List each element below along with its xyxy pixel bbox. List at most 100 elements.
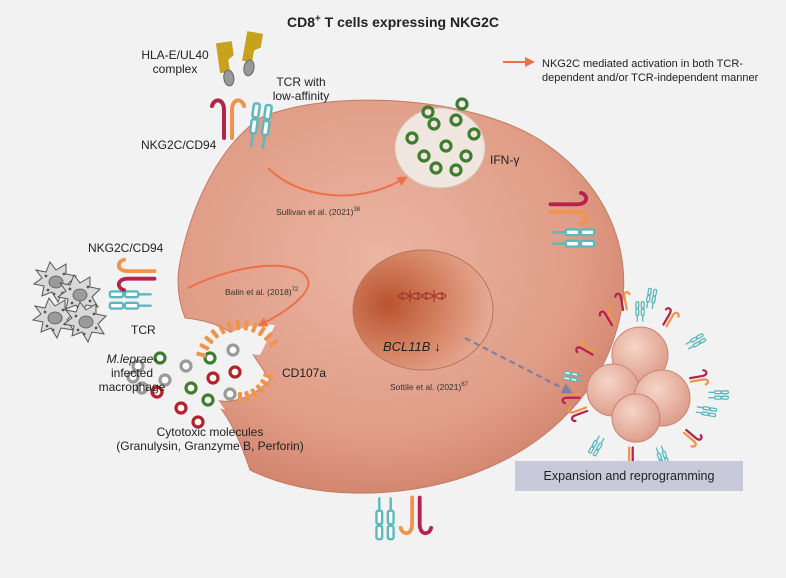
dna-icon (397, 290, 447, 302)
ifn-gamma-granule (417, 149, 431, 163)
ifn-gamma-granule (405, 131, 419, 145)
hla-e-ul40-complex (215, 41, 235, 87)
cd107a-pocket (201, 324, 275, 410)
balin-arrow (187, 264, 310, 327)
cytotoxic-granule (228, 365, 242, 379)
cd107a-marker (196, 351, 207, 358)
cd107a-marker (204, 335, 214, 345)
nkg2c-cd94-receptor-right (548, 190, 589, 226)
cd107a-marker (263, 372, 274, 380)
nkg2c-cd94-receptor-bottom (398, 495, 434, 536)
nkg2c-cd94-receptor-left (116, 257, 157, 293)
ifn-gamma-label: IFN-γ (490, 153, 520, 167)
figure-title: CD8+ T cells expressing NKG2C (287, 13, 499, 30)
cluster-tcr-receptor (695, 405, 718, 418)
infected-macrophage (31, 296, 77, 340)
tcr-low-affinity-label: TCR with low-affinity (272, 75, 330, 103)
cd107a-marker (250, 322, 258, 333)
cytotoxic-granule (153, 351, 167, 365)
cluster-nkg2c-receptor (567, 406, 589, 423)
cd107a-marker (210, 329, 220, 339)
cluster-nkg2c-receptor (688, 369, 709, 386)
sullivan-arrow (267, 167, 408, 197)
legend-line-2: dependent and/or TCR-independent manner (542, 72, 759, 84)
cytotoxic-granule (191, 415, 205, 429)
cd107a-marker (238, 392, 242, 402)
cytotoxic-granule (223, 387, 237, 401)
cd107a-marker (235, 320, 241, 331)
macrophage-label: M.leprae- infected macrophage (98, 352, 166, 394)
cd107a-marker (263, 332, 273, 342)
tcr-receptor-right (552, 228, 596, 248)
cd107a-marker (250, 388, 258, 399)
tcr-left-label: TCR (131, 323, 156, 337)
cytotoxic-label: Cytotoxic molecules (Granulysin, Granzym… (116, 425, 304, 453)
ifn-gamma-granule (449, 113, 463, 127)
nkg2c-top-label: NKG2C/CD94 (141, 138, 217, 152)
cytotoxic-granule (126, 370, 140, 384)
cluster-nkg2c-receptor (614, 291, 631, 312)
ifn-gamma-granule (467, 127, 481, 141)
bcl11b-label: BCL11B ↓ (383, 339, 441, 354)
cytotoxic-granule (184, 381, 198, 395)
legend-line-1: NKG2C mediated activation in both TCR- (542, 58, 743, 70)
hla-label: HLA-E/UL40 complex (141, 48, 209, 76)
cluster-tcr-receptor (645, 287, 658, 310)
cd107a-marker (226, 321, 233, 332)
macrophages-group (31, 260, 108, 344)
infected-macrophage (62, 300, 108, 344)
cytotoxic-granule (135, 381, 149, 395)
ifn-gamma-granule (455, 97, 469, 111)
cluster-tcr-receptor (562, 370, 585, 383)
cd107a-marker (243, 320, 249, 331)
expanded-t-cell (611, 393, 661, 443)
cluster-tcr-receptor (588, 435, 605, 457)
ifn-gamma-granule (429, 161, 443, 175)
cluster-nkg2c-receptor (575, 338, 596, 356)
tcr-low-affinity-receptor (248, 102, 273, 149)
cytotoxic-granule (150, 385, 164, 399)
legend-text: NKG2C mediated activation in both TCR- d… (542, 57, 758, 85)
ifn-gamma-granule (421, 105, 435, 119)
cluster-tcr-receptor (685, 333, 707, 350)
nucleus (352, 249, 494, 371)
ifn-gamma-granule (459, 149, 473, 163)
citation-sullivan: Sullivan et al. (2021)38 (276, 207, 361, 217)
cluster-tcr-receptor (635, 301, 645, 322)
cd107a-marker (257, 326, 266, 337)
cluster-tcr-receptor (708, 390, 729, 400)
cd107a-label: CD107a (282, 366, 327, 380)
cd107a-marker (259, 378, 270, 387)
nkg2c-left-label: NKG2C/CD94 (88, 241, 164, 255)
cytotoxic-granule (179, 359, 193, 373)
expansion-box: Expansion and reprogramming (515, 461, 743, 491)
ifn-gamma-granule (449, 163, 463, 177)
citation-balin: Balin et al. (2018)72 (225, 287, 299, 297)
infected-macrophage (56, 273, 102, 317)
granules-group (126, 97, 481, 429)
cytotoxic-granule (131, 359, 145, 373)
cd107a-marker (199, 343, 210, 351)
ifn-gamma-granule (439, 139, 453, 153)
cytotoxic-granule (158, 373, 172, 387)
cd107a-marker (218, 324, 226, 335)
cluster-nkg2c-receptor (598, 306, 617, 327)
cd107a-marker (244, 390, 251, 402)
cytotoxic-granule (201, 393, 215, 407)
tcr-receptor-left (108, 290, 152, 310)
hla-e-ul40-complex (242, 31, 264, 77)
citation-sottile: Sottile et al. (2021)67 (390, 382, 468, 392)
cytotoxic-granule (206, 371, 220, 385)
cd107a-marker (255, 384, 265, 394)
cytotoxic-granule (174, 401, 188, 415)
cluster-nkg2c-receptor (682, 428, 703, 448)
nkg2c-cd94-receptor (210, 98, 246, 140)
cd107a-marker (268, 339, 279, 348)
receptors-group (108, 31, 596, 541)
cytotoxic-granule (226, 343, 240, 357)
ifn-gamma-granule (427, 117, 441, 131)
cd107a-markers (196, 320, 279, 402)
cluster-nkg2c-receptor (662, 307, 680, 328)
tcr-receptor-bottom (375, 497, 395, 541)
